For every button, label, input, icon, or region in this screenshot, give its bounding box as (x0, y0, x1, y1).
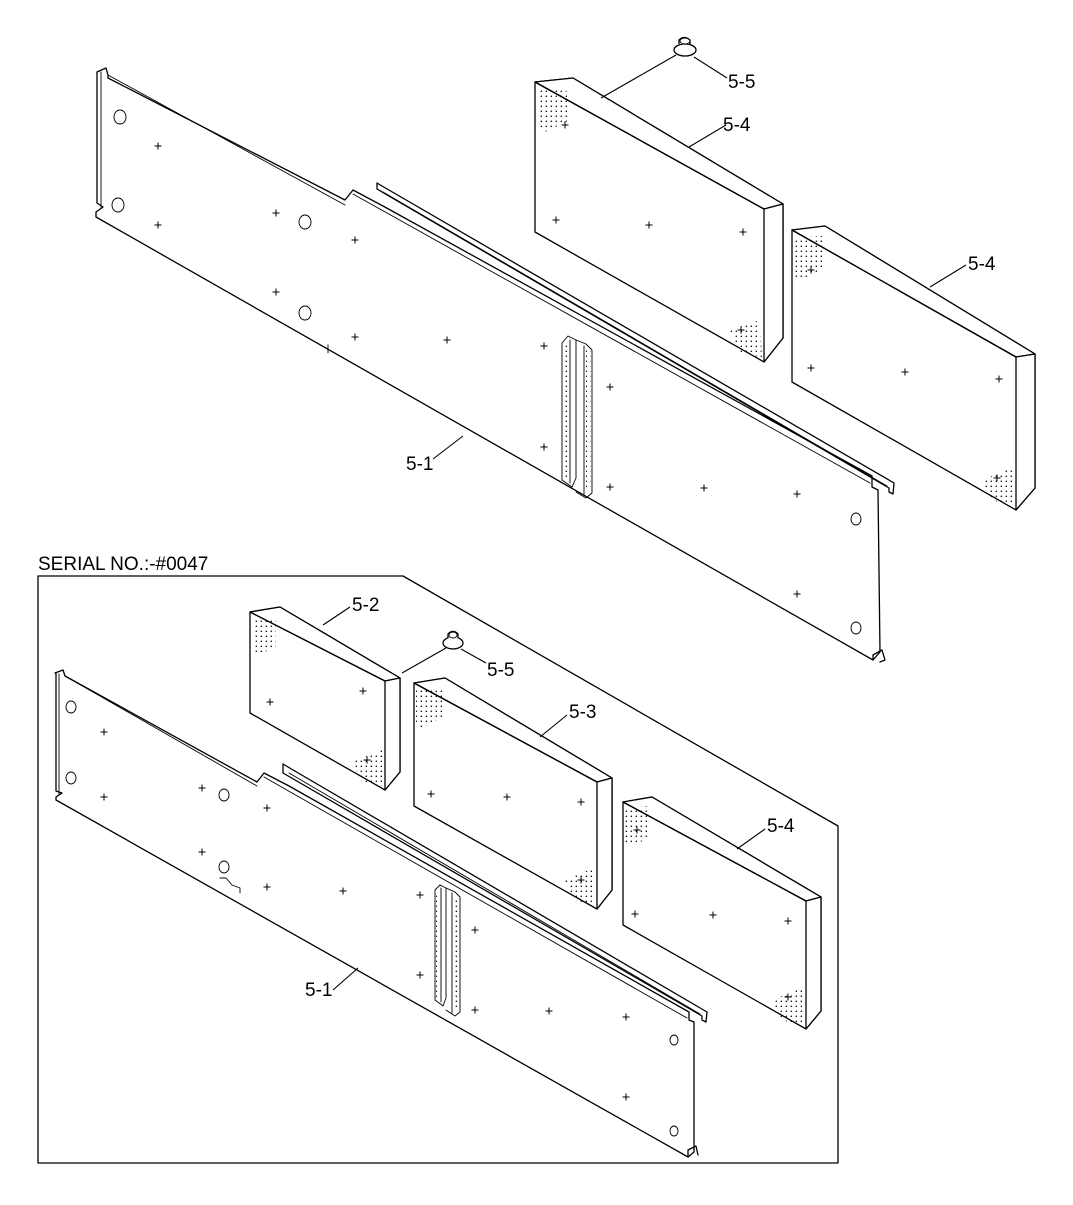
mounting-hole (669, 1125, 679, 1137)
label-5-1-upper: 5-1 (406, 454, 433, 475)
block-5-3 (413, 677, 613, 910)
upper-assembly: 5-5 5-4 5-4 5-1 (95, 36, 1036, 663)
mounting-hole (850, 512, 862, 526)
serial-frame (37, 575, 839, 1164)
mounting-hole (65, 771, 77, 785)
mounting-hole (669, 1034, 679, 1046)
label-5-4-upper-a: 5-4 (723, 115, 751, 136)
mounting-hole (111, 197, 125, 213)
mounting-hole (850, 621, 862, 635)
label-5-5-lower: 5-5 (487, 660, 514, 681)
lower-panel-5-1 (54, 669, 708, 1158)
upper-panel-5-1 (95, 67, 895, 663)
label-5-2: 5-2 (352, 595, 379, 616)
serial-caption: SERIAL NO.:-#0047 (38, 554, 208, 575)
serial-assembly: SERIAL NO.:-#0047 (37, 554, 839, 1164)
mounting-hole (298, 305, 312, 321)
label-5-4-upper-b: 5-4 (968, 254, 996, 275)
label-5-4-lower: 5-4 (767, 816, 795, 837)
label-5-5-upper: 5-5 (728, 72, 755, 93)
mounting-hole (113, 109, 127, 125)
mounting-hole (218, 860, 230, 874)
upper-plug-5-5 (673, 36, 697, 57)
label-5-3: 5-3 (569, 702, 596, 723)
block-5-4-lower (622, 796, 822, 1030)
label-5-1-lower: 5-1 (305, 980, 332, 1001)
mounting-hole (65, 700, 77, 714)
upper-block-5-4-a (534, 77, 784, 363)
mounting-hole (298, 214, 312, 230)
mounting-hole (218, 788, 230, 802)
stiffener-rib (561, 335, 593, 499)
stiffener-rib (434, 884, 461, 1017)
upper-block-5-4-b (791, 225, 1036, 511)
lower-plug-5-5 (442, 630, 464, 650)
block-5-2 (249, 606, 401, 791)
